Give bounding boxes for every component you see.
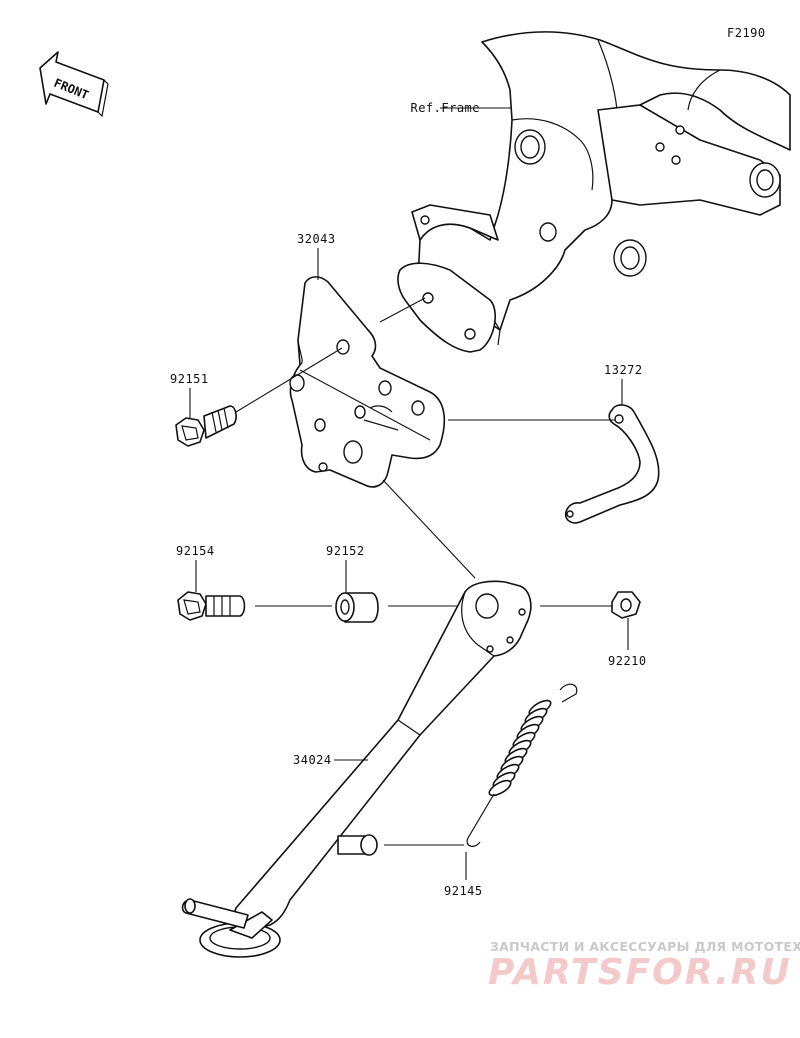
side-stand-34024 — [181, 580, 532, 958]
front-arrow-icon: FRONT — [39, 51, 109, 118]
label-34024: 34024 — [293, 753, 332, 767]
return-spring-92145 — [466, 683, 578, 847]
label-13272: 13272 — [604, 363, 643, 377]
label-92154: 92154 — [176, 544, 215, 558]
flange-bolt-92151 — [175, 405, 237, 447]
pivot-bolt-92154 — [177, 591, 246, 621]
watermark-logo: PARTSFOR.RU — [488, 952, 792, 993]
ref-frame-label: Ref.Frame — [410, 101, 480, 115]
label-32043: 32043 — [297, 232, 336, 246]
spring-hook-13272 — [564, 404, 660, 524]
figure-code: F2190 — [727, 26, 766, 40]
collar-92152 — [335, 592, 379, 623]
label-92151: 92151 — [170, 372, 209, 386]
label-92145: 92145 — [444, 884, 483, 898]
stand-bracket — [289, 276, 446, 488]
nut-92210 — [611, 591, 641, 619]
frame-reference — [397, 31, 791, 353]
label-92152: 92152 — [326, 544, 365, 558]
watermark-tagline: ЗАПЧАСТИ И АКСЕССУАРЫ ДЛЯ МОТОТЕХНИКИ — [490, 939, 800, 954]
label-92210: 92210 — [608, 654, 647, 668]
